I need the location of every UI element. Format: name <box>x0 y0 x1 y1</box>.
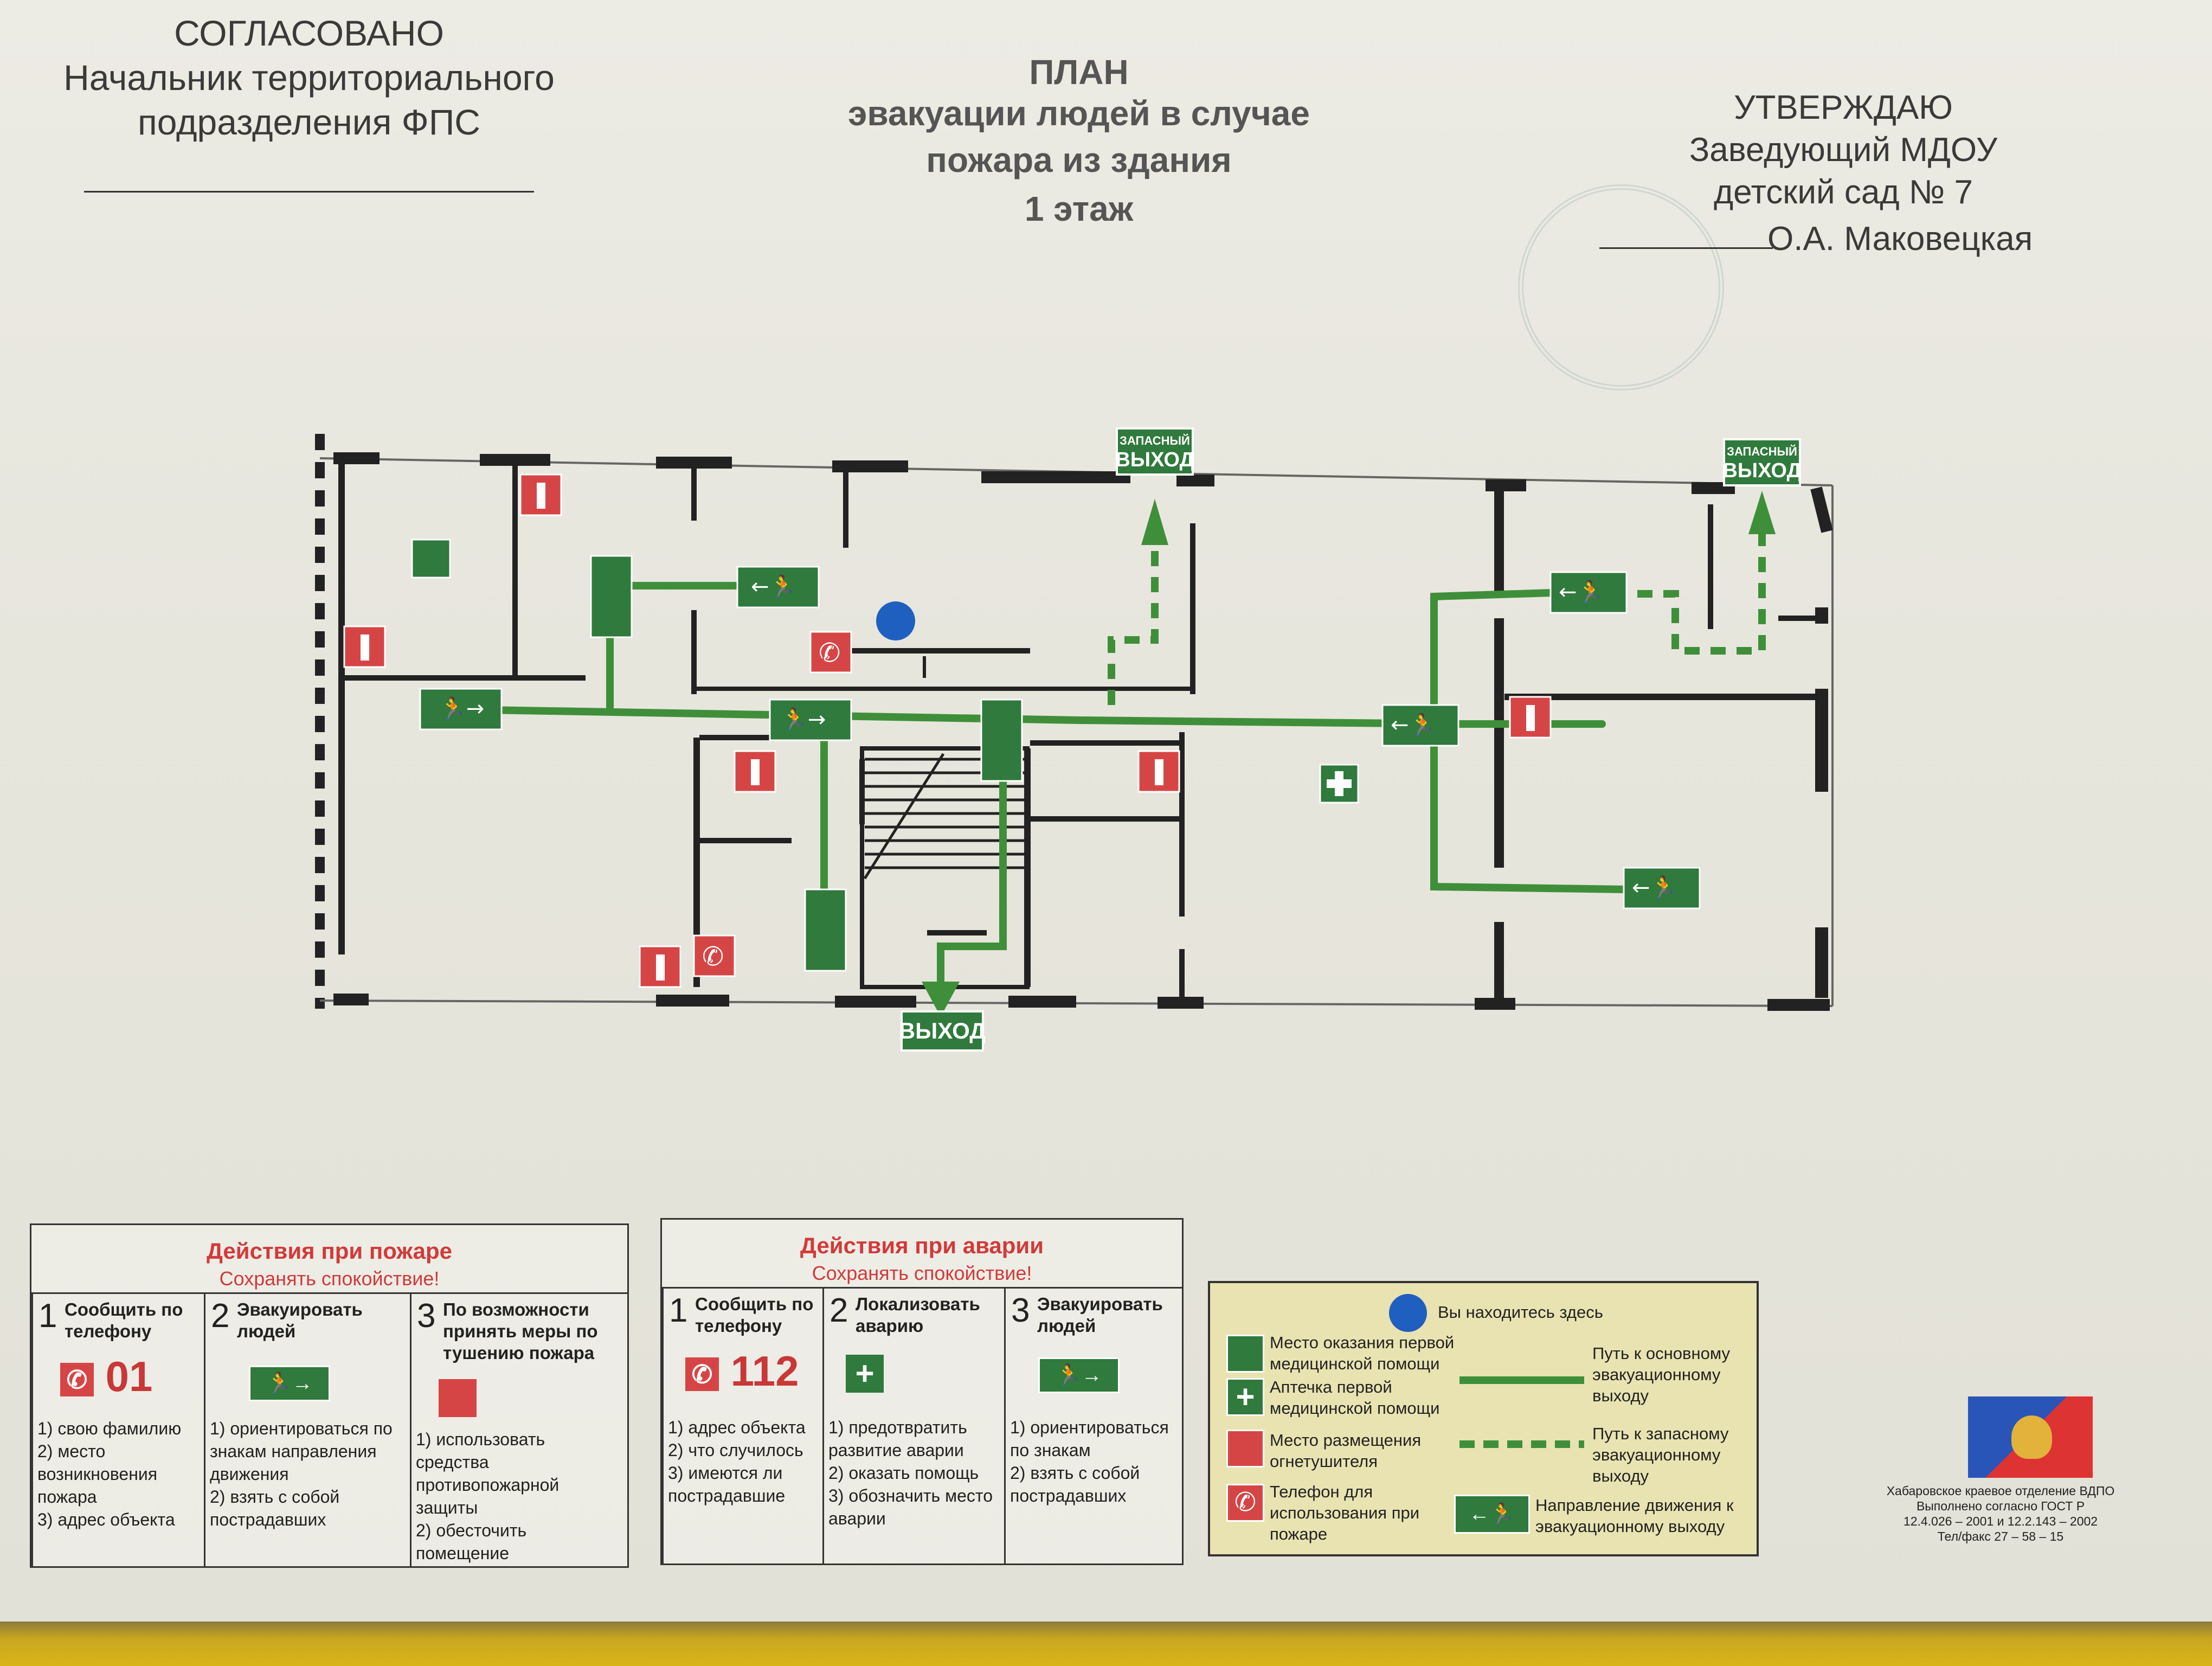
evacuation-sign-icon: 🏃→ <box>249 1366 330 1401</box>
accident-actions-box: Действия при аварии Сохранять спокойстви… <box>660 1218 1184 1565</box>
fire-extinguisher-icon <box>439 1379 477 1417</box>
phone-icons <box>693 631 852 977</box>
plan-title: ПЛАН <box>1029 53 1129 92</box>
main-exit-sign <box>901 1010 984 1052</box>
approve-signature-line <box>1599 247 1773 249</box>
fire-actions-box: Действия при пожаре Сохранять спокойстви… <box>30 1223 629 1568</box>
accident-actions-subtitle: Сохранять спокойствие! <box>812 1262 1032 1284</box>
you-are-here-marker <box>876 601 915 640</box>
first-aid-icon: + <box>846 1355 884 1393</box>
spare-exit-sign-1 <box>1116 427 1194 476</box>
spare-exit-arrow-1 <box>1141 499 1168 545</box>
vdpo-logo <box>1968 1396 2093 1478</box>
approve-name: О.А. Маковецкая <box>1767 220 2033 258</box>
main-exit-arrow <box>922 982 960 1017</box>
extinguisher-glyphs <box>361 483 1535 981</box>
approve-institution: детский сад № 7 <box>1713 174 1973 211</box>
first-aid-place-icon <box>411 539 451 579</box>
fire-extinguisher-icons <box>343 473 1552 988</box>
fire-actions-title: Действия при пожаре <box>207 1238 452 1264</box>
approve-position: Заведующий МДОУ <box>1689 131 1998 169</box>
svg-text:🏃→: 🏃→ <box>781 707 826 732</box>
svg-text:🏃→: 🏃→ <box>439 696 484 721</box>
spare-evacuation-route <box>1108 531 1766 705</box>
you-are-here-icon <box>1389 1294 1427 1332</box>
approve-title: УТВЕРЖДАЮ <box>1734 89 1953 126</box>
direction-arrows: 🏃→ ←🏃 🏃→ ←🏃 ←🏃 ←🏃 <box>439 574 1677 900</box>
approval-head-block: УТВЕРЖДАЮ Заведующий МДОУ детский сад № … <box>1572 87 2114 214</box>
main-evacuation-route <box>452 574 1630 991</box>
spare-exit-sign-2 <box>1723 438 1801 486</box>
direction-signs <box>419 555 1701 972</box>
floor-strip <box>0 1622 2212 1666</box>
approval-title: СОГЛАСОВАНО <box>174 13 444 53</box>
spare-exit-2-line2: ВЫХОД <box>1722 459 1801 482</box>
floor-plan: ВЫХОД ЗАПАСНЫЙ ВЫХОД ЗАПАСНЫЙ ВЫХОД 🏃→ ←… <box>315 427 1834 1052</box>
spare-route-line-icon <box>1459 1440 1584 1448</box>
phone-glyphs: ✆ ✆ <box>702 638 840 972</box>
fire-phone-number: ✆ 01 <box>60 1352 152 1401</box>
plan-subtitle-2: пожара из здания <box>926 140 1232 180</box>
approval-department: подразделения ФПС <box>138 102 480 142</box>
svg-text:←🏃: ←🏃 <box>1559 579 1604 605</box>
first-aid-place-icon <box>1226 1335 1264 1373</box>
accident-phone-number: ✆ 112 <box>685 1347 799 1396</box>
spare-exit-arrow-2 <box>1748 491 1776 534</box>
approval-signature-line <box>84 191 534 193</box>
spare-exit-1-line1: ЗАПАСНЫЙ <box>1120 434 1190 447</box>
spare-exit-2-line1: ЗАПАСНЫЙ <box>1727 445 1797 458</box>
approval-block: СОГЛАСОВАНО Начальник территориального п… <box>22 11 596 144</box>
main-route-line-icon <box>1459 1376 1584 1384</box>
fire-extinguisher-icon <box>1226 1430 1264 1468</box>
phone-icon: ✆ <box>60 1363 94 1397</box>
evacuation-sign-icon: 🏃→ <box>1038 1357 1120 1393</box>
wall-segments <box>333 452 1833 1011</box>
svg-text:✆: ✆ <box>702 941 724 972</box>
plan-title-block: ПЛАН эвакуации людей в случае пожара из … <box>781 46 1377 235</box>
plan-subtitle-1: эвакуации людей в случае <box>848 94 1310 133</box>
phone-icon: ✆ <box>685 1357 719 1392</box>
official-stamp <box>1518 184 1724 390</box>
main-exit-label: ВЫХОД <box>899 1018 986 1043</box>
legend-you-are-here: Вы находитесь здесь <box>1438 1303 1603 1322</box>
svg-text:✆: ✆ <box>819 638 840 668</box>
phone-icon: ✆ <box>1226 1484 1264 1522</box>
svg-text:←🏃: ←🏃 <box>1632 875 1677 900</box>
spare-exit-1-line2: ВЫХОД <box>1115 448 1194 471</box>
first-aid-kit-icon: + <box>1226 1378 1264 1416</box>
emblem-icon <box>2011 1415 2052 1459</box>
legend-box: Вы находитесь здесь Место оказания перво… <box>1208 1281 1759 1556</box>
evacuation-plan-sheet: СОГЛАСОВАНО Начальник территориального п… <box>0 0 2212 1622</box>
fire-actions-subtitle: Сохранять спокойствие! <box>219 1267 440 1290</box>
floor-label: 1 этаж <box>1024 189 1134 228</box>
approval-position: Начальник территориального <box>63 57 555 98</box>
accident-actions-title: Действия при аварии <box>800 1233 1044 1258</box>
direction-sign-icon: ←🏃 <box>1454 1495 1530 1534</box>
svg-text:←🏃: ←🏃 <box>1391 712 1436 738</box>
svg-text:←🏃: ←🏃 <box>751 574 796 599</box>
